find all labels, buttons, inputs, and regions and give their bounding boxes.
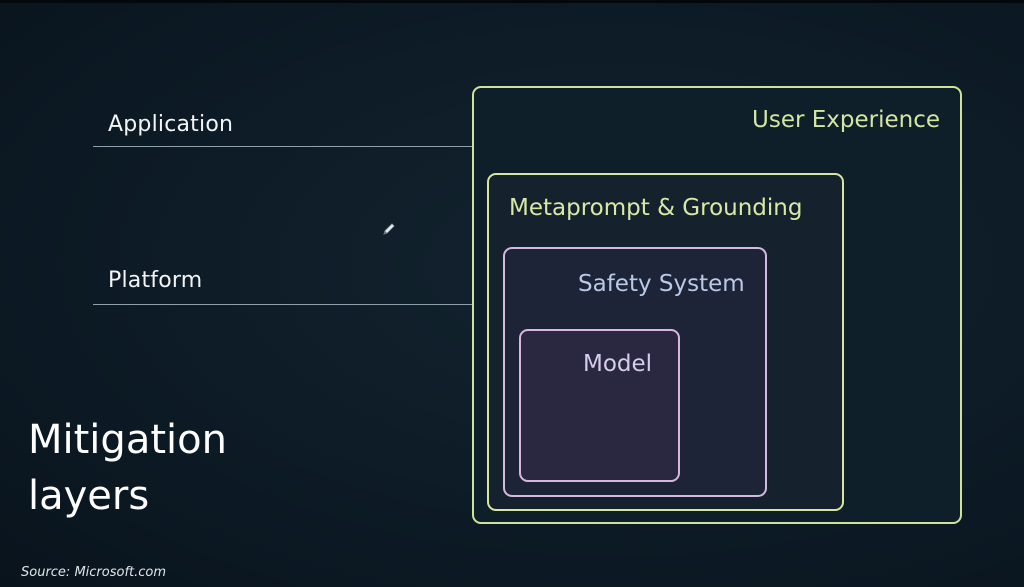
pen-icon xyxy=(383,223,395,235)
page-title: Mitigation layers xyxy=(28,412,227,524)
platform-label: Platform xyxy=(108,268,203,293)
metaprompt-grounding-title: Metaprompt & Grounding xyxy=(509,195,803,221)
application-guide-line xyxy=(93,146,473,147)
application-label: Application xyxy=(108,112,234,137)
page-title-line-2: layers xyxy=(28,473,150,519)
source-credit: Source: Microsoft.com xyxy=(21,565,167,580)
model-layer: Model xyxy=(519,329,680,482)
platform-guide-line xyxy=(93,304,504,305)
model-title: Model xyxy=(583,351,653,377)
page-title-line-1: Mitigation xyxy=(28,417,227,463)
safety-system-title: Safety System xyxy=(578,271,745,297)
user-experience-title: User Experience xyxy=(752,107,940,133)
top-bar xyxy=(0,0,1024,3)
